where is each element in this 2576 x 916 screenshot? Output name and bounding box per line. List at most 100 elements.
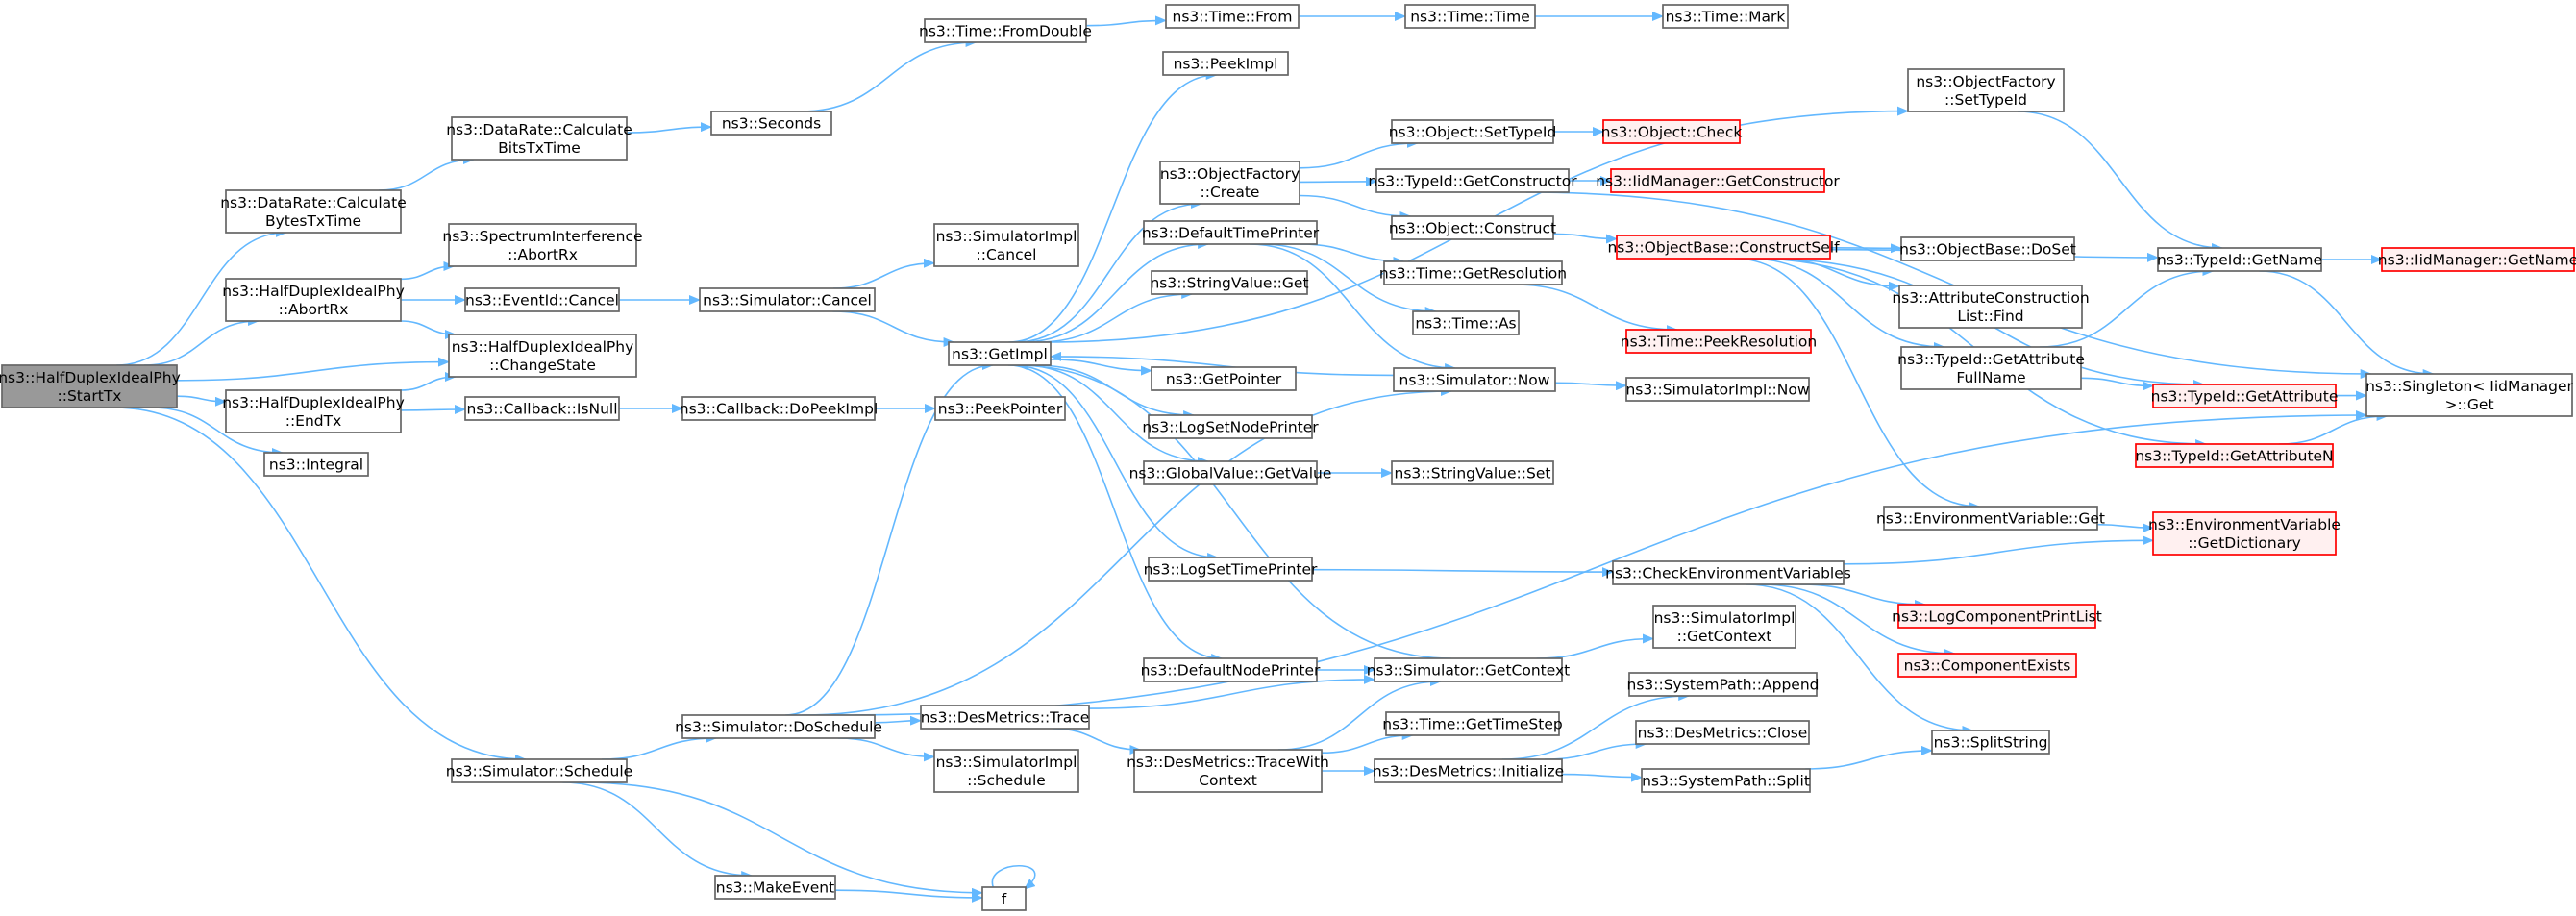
node-iidGetCtor[interactable]: ns3::IidManager::GetConstructor xyxy=(1596,168,1840,193)
node-simCancel[interactable]: ns3::Simulator::Cancel xyxy=(699,287,876,312)
node-timeGetRes[interactable]: ns3::Time::GetResolution xyxy=(1379,260,1567,285)
node-implGetContext[interactable]: ns3::SimulatorImpl::GetContext xyxy=(1652,605,1796,649)
node-label: ns3::Time::GetTimeStep xyxy=(1382,716,1562,733)
node-schedule[interactable]: ns3::Simulator::Schedule xyxy=(446,758,632,783)
node-timePeekRes[interactable]: ns3::Time::PeekResolution xyxy=(1621,329,1817,354)
node-objCheck[interactable]: ns3::Object::Check xyxy=(1601,119,1743,144)
node-box xyxy=(1143,657,1318,682)
node-box xyxy=(448,223,637,267)
edge-calcBits-to-seconds xyxy=(626,122,712,134)
node-label: ns3::ObjectFactory xyxy=(1916,73,2055,90)
node-f[interactable]: f xyxy=(981,886,1027,911)
edge-startTx-to-endTx xyxy=(176,395,227,407)
node-isNull[interactable]: ns3::Callback::IsNull xyxy=(464,396,620,421)
node-implNow[interactable]: ns3::SimulatorImpl::Now xyxy=(1625,377,1810,402)
node-label: ns3::TypeId::GetAttribute xyxy=(2151,388,2339,406)
node-label: ns3::Seconds xyxy=(722,115,821,133)
node-label: ns3::DefaultTimePrinter xyxy=(1142,225,1320,242)
node-label: ns3::AttributeConstruction xyxy=(1892,289,2089,307)
node-compExists[interactable]: ns3::ComponentExists xyxy=(1897,653,2077,678)
node-box xyxy=(225,278,402,322)
node-spAppend[interactable]: ns3::SystemPath::Append xyxy=(1627,672,1820,697)
node-timeFrom[interactable]: ns3::Time::From xyxy=(1165,4,1300,29)
node-abortRx[interactable]: ns3::HalfDuplexIdealPhy::AbortRx xyxy=(222,278,405,322)
node-ofSetTypeId[interactable]: ns3::ObjectFactory::SetTypeId xyxy=(1907,68,2065,112)
node-logSetTime[interactable]: ns3::LogSetTimePrinter xyxy=(1144,557,1318,582)
node-eventCancel[interactable]: ns3::EventId::Cancel xyxy=(464,287,620,312)
edge-abortRx-to-changeState xyxy=(400,320,457,339)
node-logSetNode[interactable]: ns3::LogSetNodePrinter xyxy=(1142,414,1319,439)
node-timeGetStep[interactable]: ns3::Time::GetTimeStep xyxy=(1382,711,1563,736)
node-singletonGet[interactable]: ns3::Singleton< IidManager>::Get xyxy=(2365,373,2574,417)
node-strValSet[interactable]: ns3::StringValue::Set xyxy=(1391,460,1554,485)
node-checkEnvVars[interactable]: ns3::CheckEnvironmentVariables xyxy=(1605,560,1851,585)
node-envVarGetDict[interactable]: ns3::EnvironmentVariable::GetDictionary xyxy=(2148,511,2341,556)
node-doSchedule[interactable]: ns3::Simulator::DoSchedule xyxy=(675,714,882,739)
node-implSchedule[interactable]: ns3::SimulatorImpl::Schedule xyxy=(933,749,1079,793)
node-changeState[interactable]: ns3::HalfDuplexIdealPhy::ChangeState xyxy=(448,334,637,378)
node-objConstruct[interactable]: ns3::Object::Construct xyxy=(1389,215,1556,240)
edge-tidGetCtor-to-singletonGet xyxy=(1525,191,2372,379)
node-logCompPrint[interactable]: ns3::LogComponentPrintList xyxy=(1892,604,2102,629)
node-label: ns3::CheckEnvironmentVariables xyxy=(1605,565,1851,582)
edge-simGetContext-to-implGetContext xyxy=(1536,633,1654,659)
node-label: ::GetDictionary xyxy=(2188,534,2301,552)
node-box xyxy=(710,111,832,136)
node-ofCreate[interactable]: ns3::ObjectFactory::Create xyxy=(1159,161,1300,205)
node-label: ns3::MakeEvent xyxy=(716,879,834,897)
node-splitString[interactable]: ns3::SplitString xyxy=(1931,730,2050,755)
node-envVarGet[interactable]: ns3::EnvironmentVariable::Get xyxy=(1876,506,2105,531)
node-obDoSet[interactable]: ns3::ObjectBase::DoSet xyxy=(1899,236,2076,261)
node-endTx[interactable]: ns3::HalfDuplexIdealPhy::EndTx xyxy=(222,389,405,433)
node-specAbort[interactable]: ns3::SpectrumInterference::AbortRx xyxy=(442,223,643,267)
node-simNow[interactable]: ns3::Simulator::Now xyxy=(1393,367,1556,392)
node-objSetTypeId[interactable]: ns3::Object::SetTypeId xyxy=(1389,119,1557,144)
node-label: ns3::TypeId::GetAttributeN xyxy=(2135,448,2333,465)
node-tidGetCtor[interactable]: ns3::TypeId::GetConstructor xyxy=(1368,168,1577,193)
edge-defTimePrinter-to-simNow xyxy=(1249,243,1457,373)
node-label: ns3::HalfDuplexIdealPhy xyxy=(222,394,405,411)
node-defNodePrinter[interactable]: ns3::DefaultNodePrinter xyxy=(1141,657,1321,682)
node-fromDouble[interactable]: ns3::Time::FromDouble xyxy=(919,18,1092,43)
node-label: f xyxy=(1002,891,1007,908)
edge-tidGetAttrN-to-singletonGet xyxy=(2279,411,2389,445)
node-gvGetValue[interactable]: ns3::GlobalValue::GetValue xyxy=(1129,460,1332,485)
node-desTrace[interactable]: ns3::DesMetrics::Trace xyxy=(920,705,1090,730)
node-spSplit[interactable]: ns3::SystemPath::Split xyxy=(1641,768,1811,793)
node-desClose[interactable]: ns3::DesMetrics::Close xyxy=(1635,720,1810,745)
node-integral[interactable]: ns3::Integral xyxy=(263,452,369,477)
node-implCancel[interactable]: ns3::SimulatorImpl::Cancel xyxy=(933,223,1079,267)
node-peekImpl[interactable]: ns3::PeekImpl xyxy=(1162,51,1289,76)
node-iidGetName[interactable]: ns3::IidManager::GetName xyxy=(2378,247,2576,272)
node-getPointer[interactable]: ns3::GetPointer xyxy=(1151,366,1297,391)
node-strValGet[interactable]: ns3::StringValue::Get xyxy=(1150,270,1309,295)
node-getImpl[interactable]: ns3::GetImpl xyxy=(948,341,1052,366)
node-box xyxy=(699,287,876,312)
node-box xyxy=(1148,414,1313,439)
node-box xyxy=(1148,557,1313,582)
node-label: ns3::SimulatorImpl::Now xyxy=(1625,382,1809,399)
node-timeMark[interactable]: ns3::Time::Mark xyxy=(1662,4,1789,29)
node-obConstructSelf[interactable]: ns3::ObjectBase::ConstructSelf xyxy=(1607,235,1840,260)
node-tidGetName[interactable]: ns3::TypeId::GetName xyxy=(2157,247,2322,272)
node-startTx[interactable]: ns3::HalfDuplexIdealPhy::StartTx xyxy=(0,364,181,408)
node-timeTime[interactable]: ns3::Time::Time xyxy=(1404,4,1536,29)
node-seconds[interactable]: ns3::Seconds xyxy=(710,111,832,136)
node-simGetContext[interactable]: ns3::Simulator::GetContext xyxy=(1367,657,1571,682)
node-timeAs[interactable]: ns3::Time::As xyxy=(1412,310,1520,335)
edge-checkEnvVars-to-compExists xyxy=(1760,583,1956,658)
node-desInit[interactable]: ns3::DesMetrics::Initialize xyxy=(1373,758,1564,783)
node-box xyxy=(1883,506,2098,531)
node-box xyxy=(1374,657,1563,682)
node-peekPointer[interactable]: ns3::PeekPointer xyxy=(934,396,1066,421)
node-doPeekImpl[interactable]: ns3::Callback::DoPeekImpl xyxy=(680,396,879,421)
node-defTimePrinter[interactable]: ns3::DefaultTimePrinter xyxy=(1142,220,1320,245)
node-tidGetAttrN[interactable]: ns3::TypeId::GetAttributeN xyxy=(2135,443,2334,468)
node-tidGetAttr[interactable]: ns3::TypeId::GetAttribute xyxy=(2151,384,2339,408)
node-makeEvent[interactable]: ns3::MakeEvent xyxy=(714,875,836,900)
